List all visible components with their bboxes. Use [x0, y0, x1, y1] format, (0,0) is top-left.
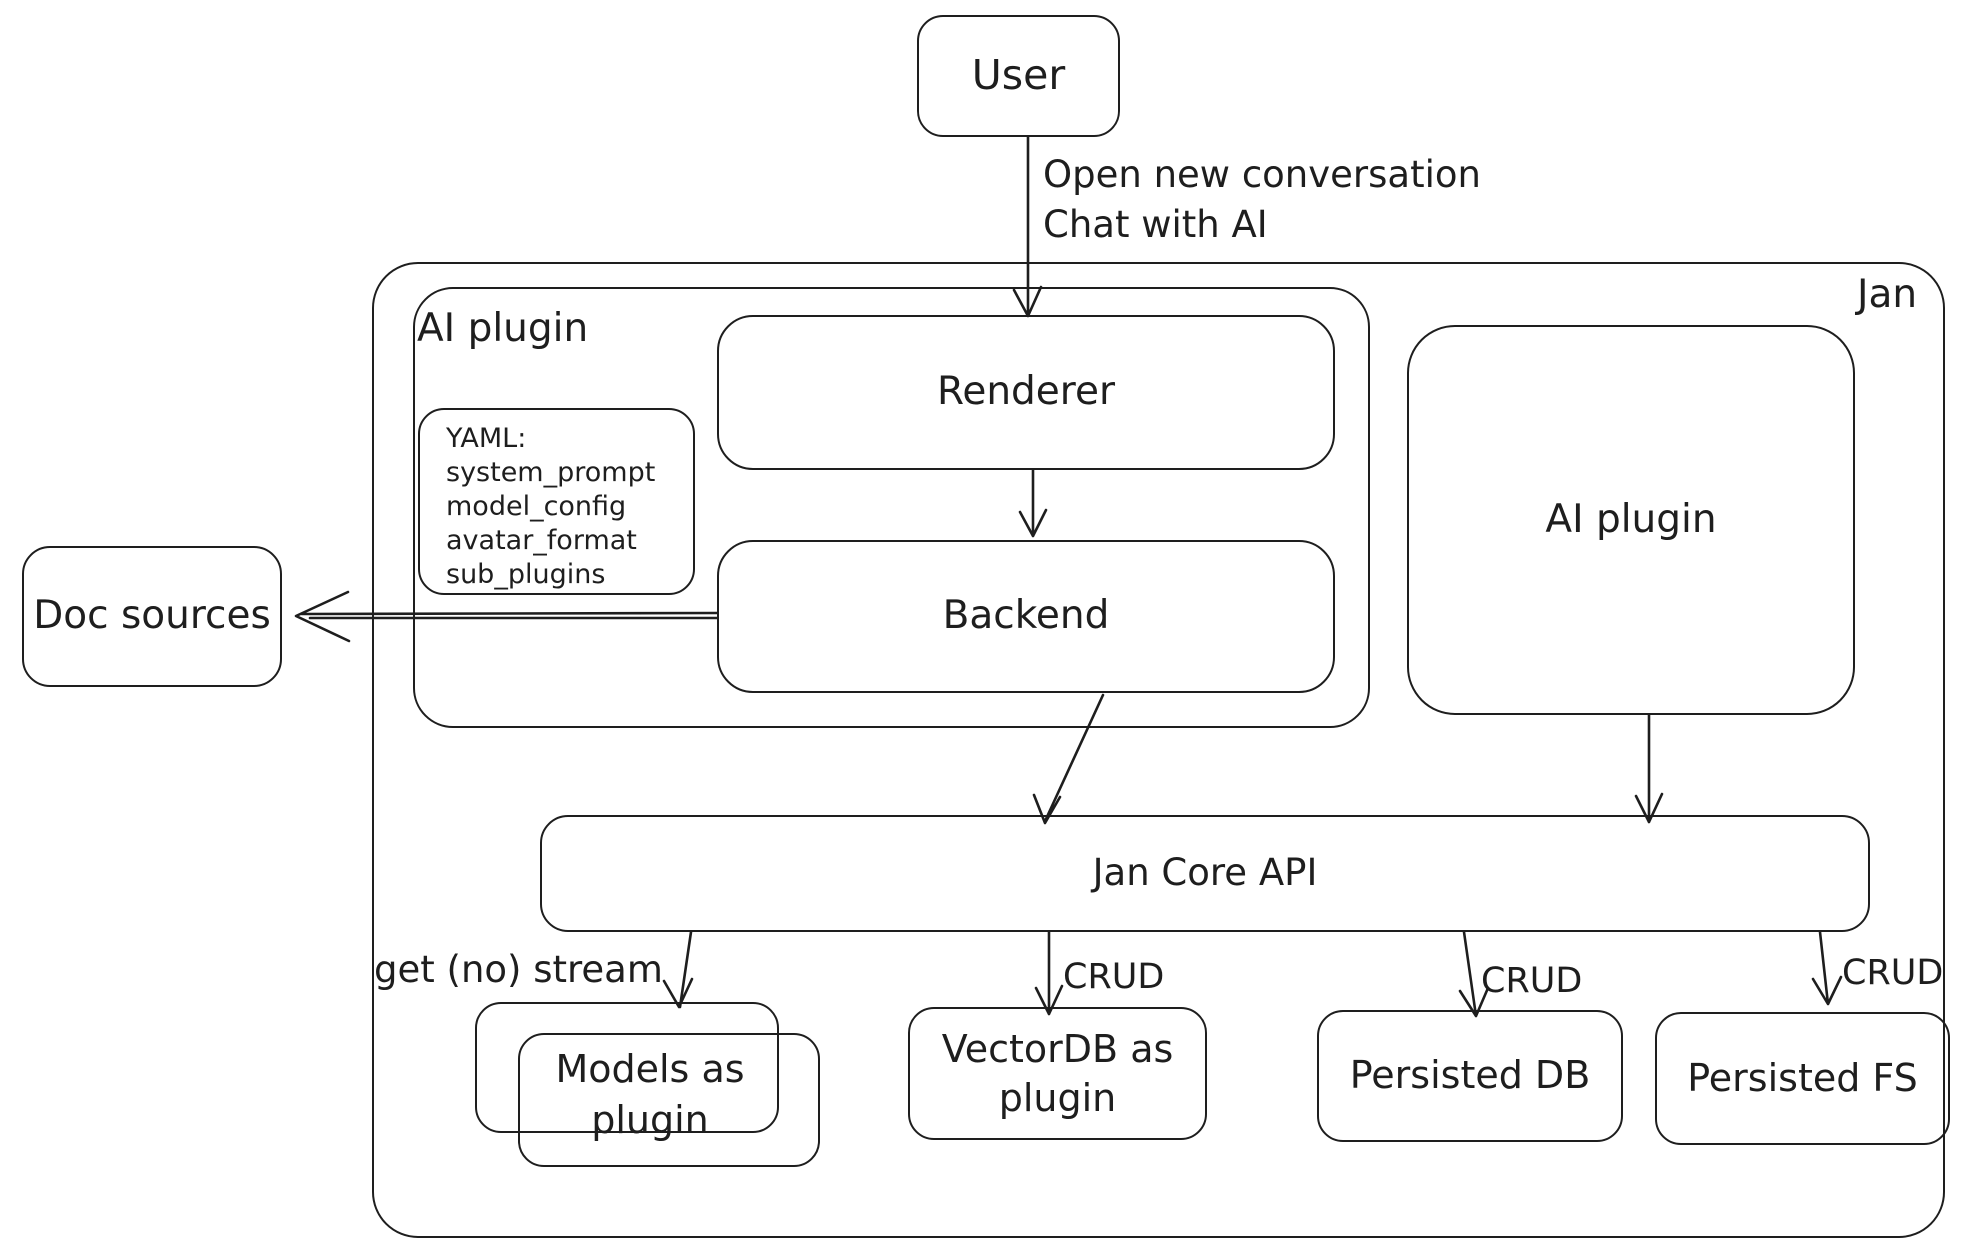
node-ai-plugin-label: AI plugin [1545, 496, 1717, 542]
node-ai-plugin: AI plugin [1407, 325, 1855, 715]
node-renderer-label: Renderer [936, 369, 1115, 415]
node-vectordb-as-plugin-label: VectorDB as plugin [941, 1026, 1174, 1120]
yaml-note-line: sub_plugins [446, 559, 606, 590]
yaml-note-line: model_config [446, 491, 627, 522]
node-persisted-fs-label: Persisted FS [1687, 1055, 1918, 1100]
edge-crud-vectordb-label: CRUD [1063, 957, 1165, 997]
node-user-label: User [971, 51, 1066, 100]
node-user: User [917, 15, 1120, 137]
node-jan-core-api: Jan Core API [540, 815, 1870, 932]
node-renderer: Renderer [717, 315, 1335, 470]
node-jan-core-api-label: Jan Core API [1092, 851, 1318, 895]
edge-crud-persisted-fs-label: CRUD [1842, 953, 1944, 993]
node-models-as-plugin [518, 1033, 820, 1167]
yaml-note-line: YAML: [446, 423, 527, 454]
node-models-as-plugin-label: Models as plugin [555, 1047, 745, 1142]
yaml-note-line: avatar_format [446, 525, 637, 556]
node-persisted-db-label: Persisted DB [1349, 1053, 1591, 1098]
node-persisted-db: Persisted DB [1317, 1010, 1623, 1142]
node-backend: Backend [717, 540, 1335, 693]
container-ai-plugin-group-label: AI plugin [417, 306, 589, 351]
edge-crud-persisted-db-label: CRUD [1481, 961, 1583, 1001]
node-vectordb-as-plugin: VectorDB as plugin [908, 1007, 1207, 1140]
container-ai-plugin-group [413, 287, 1370, 728]
container-jan-label: Jan [1857, 272, 1918, 317]
node-backend-label: Backend [942, 593, 1110, 639]
node-doc-sources: Doc sources [22, 546, 282, 687]
yaml-note: YAML: system_prompt model_config avatar_… [418, 408, 695, 595]
edge-get-no-stream-label: get (no) stream [374, 948, 663, 991]
yaml-note-line: system_prompt [446, 457, 656, 488]
node-doc-sources-label: Doc sources [33, 593, 271, 639]
node-models-as-plugin-back [475, 1002, 779, 1133]
container-jan [372, 262, 1945, 1238]
edge-user-to-renderer-label: Open new conversation Chat with AI [1043, 153, 1481, 246]
node-persisted-fs: Persisted FS [1655, 1012, 1950, 1145]
